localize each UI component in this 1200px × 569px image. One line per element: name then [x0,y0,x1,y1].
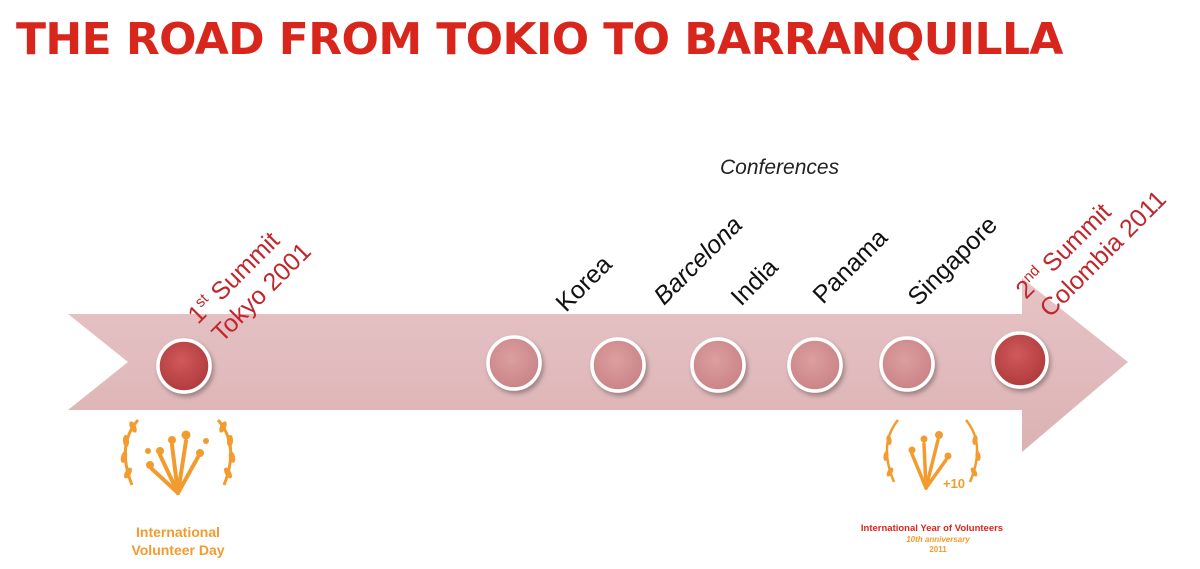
conf-india-label-text: India [725,253,783,311]
right-logo-line1: International Year of Volunteers [861,523,1003,534]
conf-singapore-label: Singapore [902,211,1002,311]
conf-singapore-label-text: Singapore [902,211,1002,311]
conf-korea-label: Korea [550,250,617,317]
international-year-of-volunteers-logo: +10 International Year of Volunteers 10t… [861,419,1003,554]
conf-india-marker [690,337,746,393]
international-volunteer-day-logo: International Volunteer Day [120,419,236,558]
summit-1-marker [156,338,212,394]
conf-india-label: India [725,253,783,311]
slide-title: THE ROAD FROM TOKIO TO BARRANQUILLA [16,14,1063,65]
conferences-label: Conferences [720,156,840,179]
right-logo-badge: +10 [943,476,965,491]
conf-korea-label-text: Korea [550,250,617,317]
summit-2-marker [991,331,1049,389]
right-logo-line3: 2011 [929,545,947,554]
left-logo-line2: Volunteer Day [131,542,224,558]
conf-barcelona-marker [590,337,646,393]
right-logo-line2: 10th anniversary [906,535,970,544]
conf-panama-label: Panama [807,224,893,310]
conf-singapore-marker [879,336,935,392]
conf-panama-marker [787,337,843,393]
conf-korea-marker [486,335,542,391]
left-logo-line1: International [136,524,220,540]
conf-panama-label-text: Panama [807,224,893,310]
